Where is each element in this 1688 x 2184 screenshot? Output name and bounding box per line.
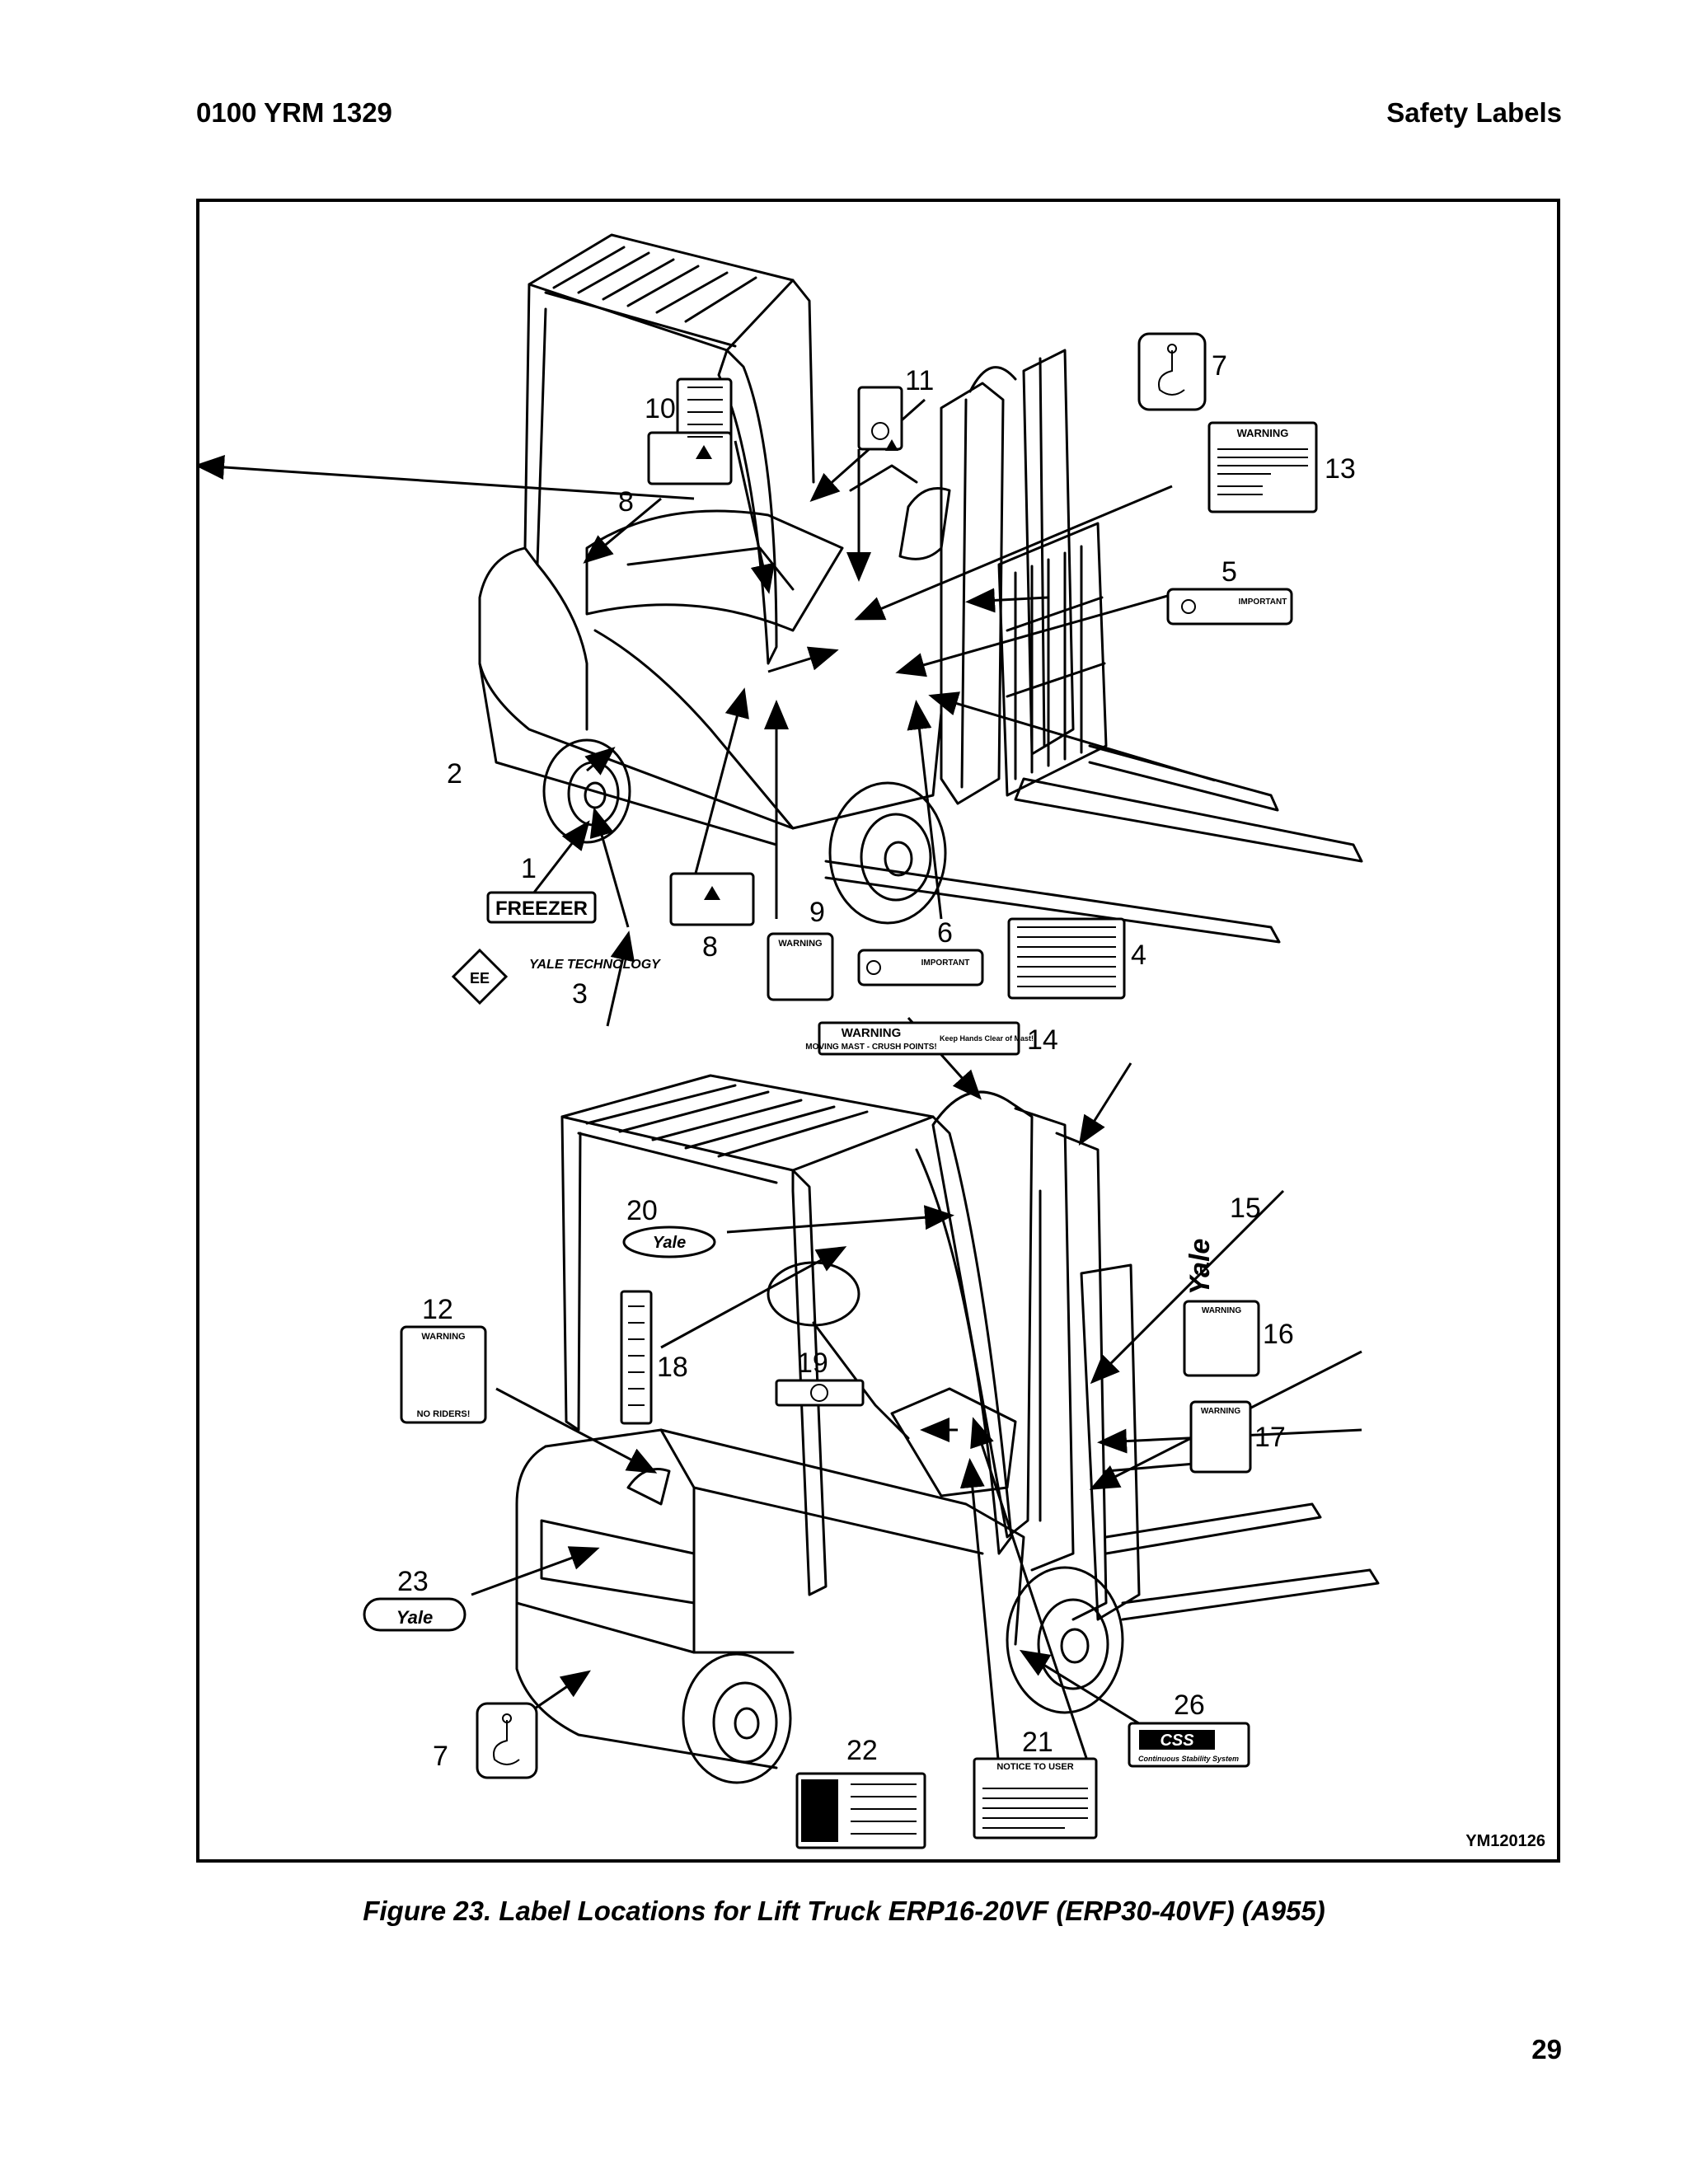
label-6-important: IMPORTANT bbox=[921, 958, 970, 968]
label-12-decal bbox=[400, 1325, 487, 1424]
label-16-warning: WARNING bbox=[1202, 1306, 1242, 1315]
yale-technology-text: YALE TECHNOLOGY bbox=[529, 958, 661, 972]
callout-6: 6 bbox=[937, 917, 953, 949]
callout-4: 4 bbox=[1131, 940, 1146, 971]
callout-11: 11 bbox=[905, 365, 934, 396]
callout-23: 23 bbox=[397, 1566, 429, 1597]
page-number: 29 bbox=[1531, 2034, 1562, 2064]
figure-code: YM120126 bbox=[1465, 1832, 1545, 1850]
label-8-top-decal bbox=[647, 431, 733, 485]
callout-10: 10 bbox=[645, 393, 676, 424]
callout-17: 17 bbox=[1254, 1422, 1286, 1453]
label-13-warning: WARNING bbox=[1237, 427, 1289, 439]
callout-21: 21 bbox=[1022, 1727, 1053, 1758]
callout-19: 19 bbox=[797, 1347, 828, 1379]
section-title: Safety Labels bbox=[1386, 97, 1562, 128]
callout-15: 15 bbox=[1230, 1193, 1261, 1224]
ee-text: EE bbox=[470, 970, 490, 987]
keep-hands-text: Keep Hands Clear of Mast! bbox=[940, 1034, 1034, 1043]
callout-5: 5 bbox=[1221, 556, 1237, 588]
css-logo-text: CSS bbox=[1160, 1732, 1194, 1750]
label-14-decal bbox=[818, 1021, 1020, 1056]
callout-20: 20 bbox=[626, 1195, 658, 1226]
label-22-panel bbox=[801, 1779, 838, 1842]
doc-number: 0100 YRM 1329 bbox=[196, 97, 392, 128]
label-12-warning: WARNING bbox=[421, 1332, 465, 1342]
callout-3: 3 bbox=[572, 978, 588, 1010]
callout-9: 9 bbox=[809, 897, 825, 928]
label-4-decal bbox=[1007, 917, 1126, 1000]
hook-icon bbox=[1158, 350, 1185, 396]
label-13-decal bbox=[1207, 421, 1318, 513]
moving-mast-text: MOVING MAST - CRUSH POINTS! bbox=[805, 1043, 936, 1052]
callout-7-bottom: 7 bbox=[433, 1741, 448, 1772]
callout-13: 13 bbox=[1325, 453, 1356, 485]
label-19-decal bbox=[775, 1379, 865, 1407]
label-14-warning: WARNING bbox=[842, 1026, 902, 1040]
label-17-decal bbox=[1189, 1400, 1252, 1474]
label-18-decal bbox=[620, 1290, 653, 1425]
label-5-decal bbox=[1166, 588, 1293, 626]
label-6-decal bbox=[857, 949, 984, 987]
label-17-warning: WARNING bbox=[1201, 1407, 1241, 1416]
callout-18: 18 bbox=[657, 1352, 688, 1383]
label-9-warning: WARNING bbox=[778, 939, 822, 949]
callout-12: 12 bbox=[422, 1294, 453, 1325]
freezer-label bbox=[486, 891, 597, 924]
ee-diamond bbox=[451, 948, 509, 1005]
css-name-text: Continuous Stability System bbox=[1138, 1755, 1239, 1763]
notice-to-user-text: NOTICE TO USER bbox=[996, 1762, 1073, 1772]
yale-text-23: Yale bbox=[396, 1607, 433, 1628]
yale-text-20: Yale bbox=[653, 1234, 686, 1252]
freezer-text: FREEZER bbox=[495, 898, 588, 920]
yale-badge-23 bbox=[363, 1597, 467, 1632]
callout-1: 1 bbox=[521, 853, 537, 884]
callout-8-bottom: 8 bbox=[702, 931, 718, 963]
callout-14: 14 bbox=[1027, 1024, 1058, 1056]
yale-text-15: Yale bbox=[1184, 1239, 1216, 1296]
yale-oval-20 bbox=[622, 1226, 716, 1258]
figure-frame: FREEZER EE YALE TECHNOLOGY WARNING WARNI… bbox=[196, 199, 1560, 1863]
callout-26: 26 bbox=[1174, 1690, 1205, 1721]
forklift-diagram: FREEZER EE YALE TECHNOLOGY WARNING WARNI… bbox=[199, 233, 1380, 1849]
callout-8-top: 8 bbox=[618, 486, 634, 518]
label-11-decal bbox=[857, 386, 903, 451]
figure-caption: Figure 23. Label Locations for Lift Truc… bbox=[363, 1896, 1325, 1926]
bottom-truck-drawing bbox=[515, 1074, 1380, 1784]
callout-7-top: 7 bbox=[1212, 350, 1227, 382]
callout-2: 2 bbox=[447, 758, 462, 790]
hook-icon bbox=[493, 1720, 520, 1765]
no-riders-text: NO RIDERS! bbox=[417, 1409, 471, 1419]
callout-22: 22 bbox=[846, 1735, 878, 1766]
callout-16: 16 bbox=[1263, 1319, 1294, 1350]
label-5-important: IMPORTANT bbox=[1239, 598, 1287, 607]
label-9-decal bbox=[767, 932, 834, 1001]
label-16-decal bbox=[1183, 1300, 1260, 1377]
css-logo-block bbox=[1139, 1730, 1215, 1750]
